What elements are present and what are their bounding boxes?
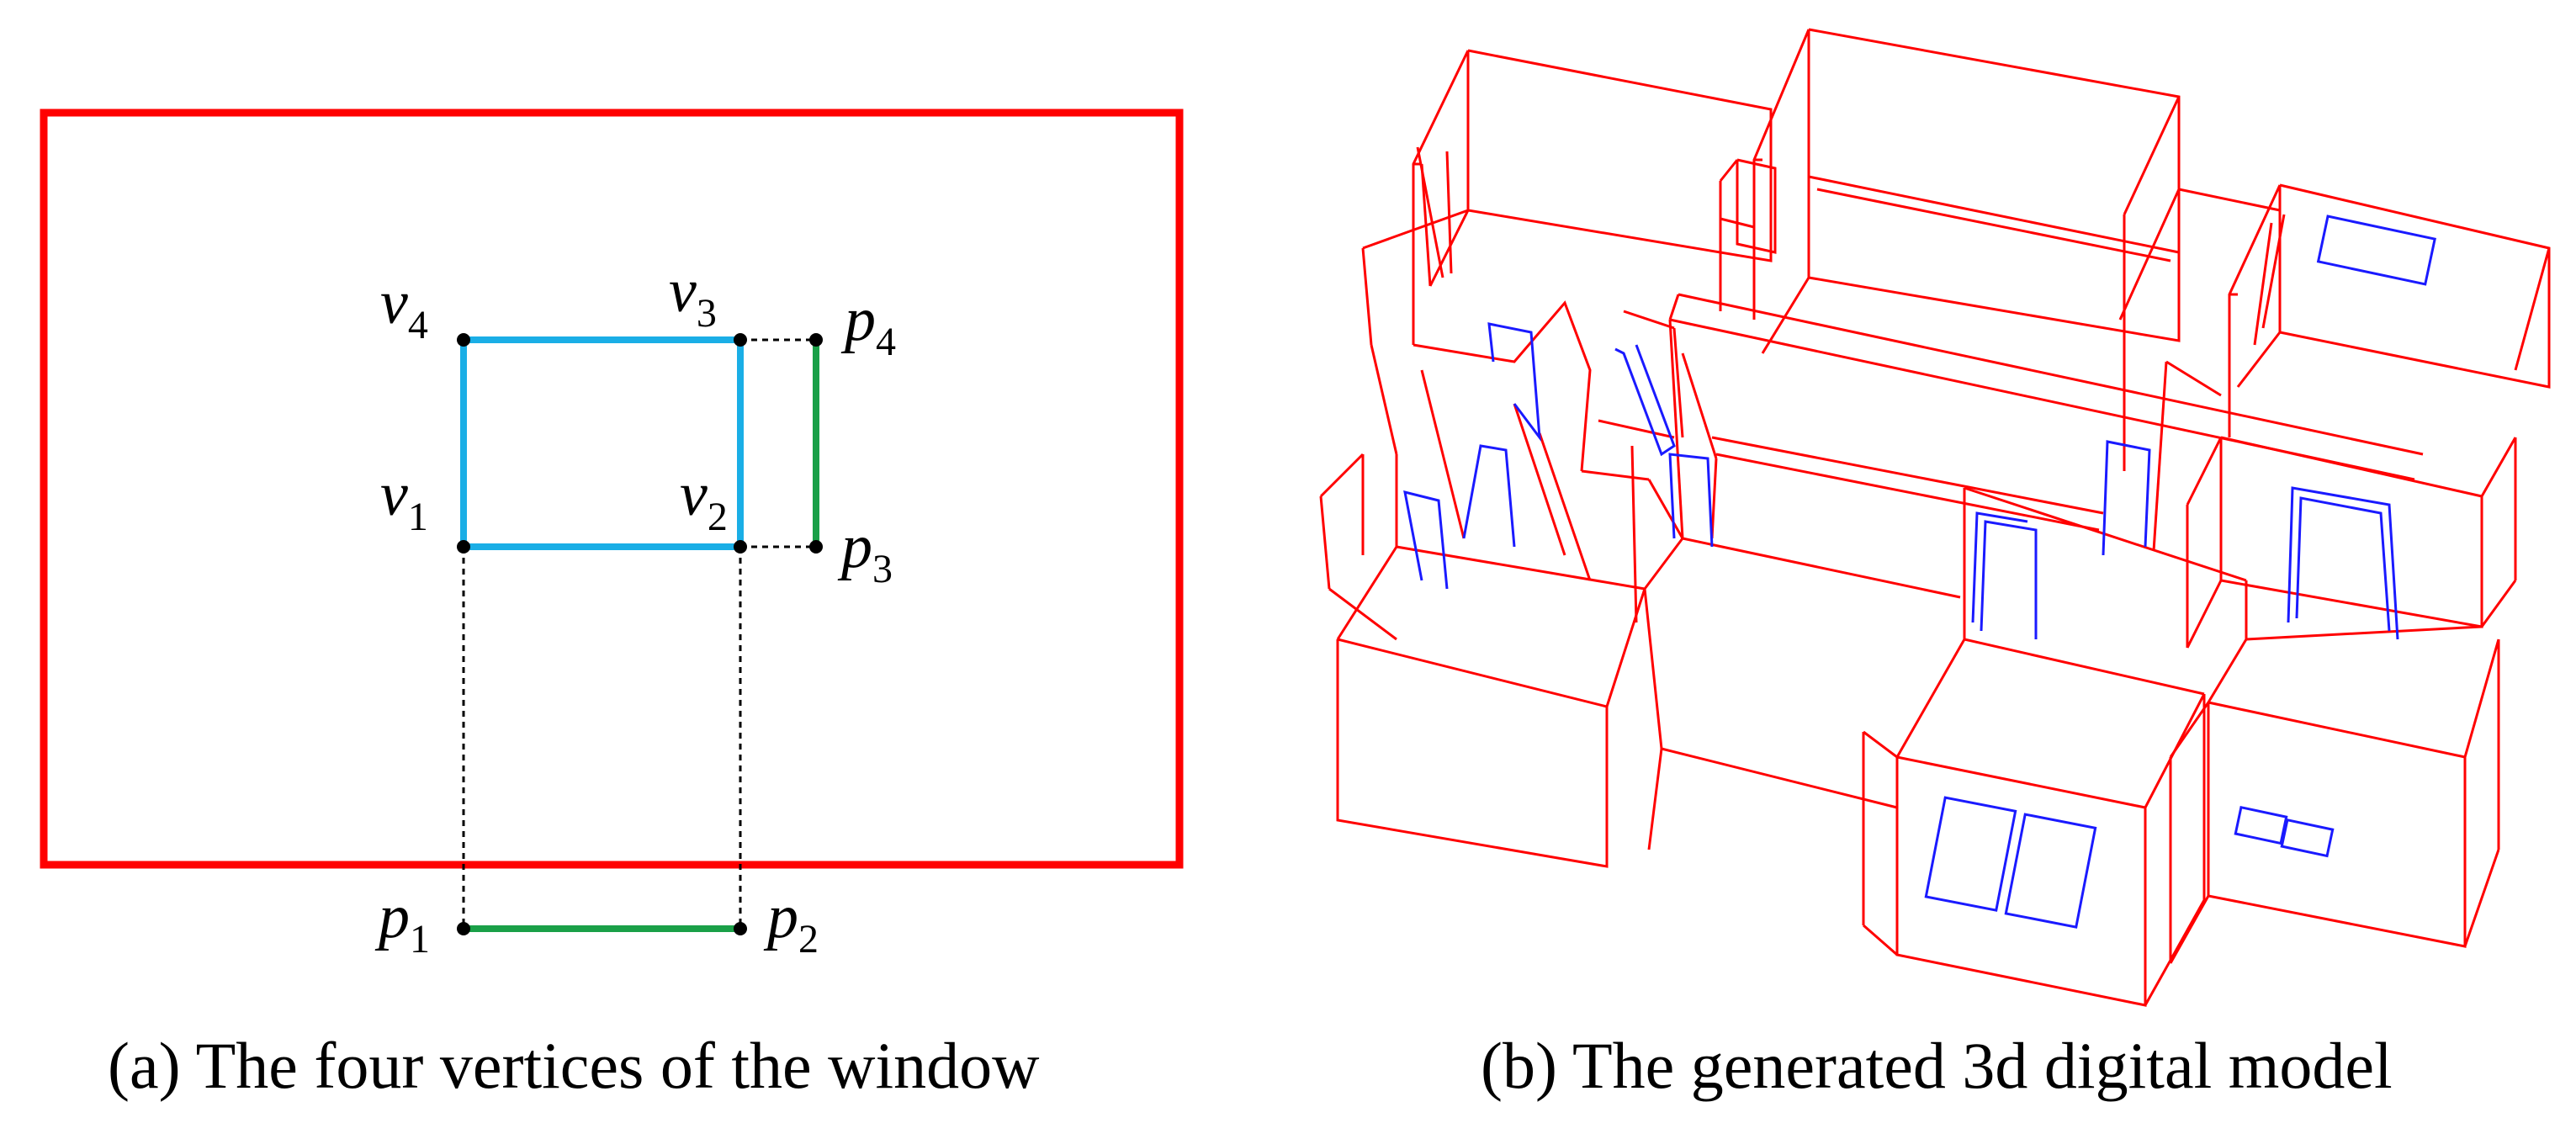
window-bottom-right-right	[2280, 818, 2335, 858]
block-center-mid	[1643, 537, 1961, 850]
label-v1: v1	[380, 460, 428, 539]
panel-a: v4 v3 v1 v2 p4 p3 p1 p2	[40, 109, 1184, 962]
door-right-mid-inner	[2295, 496, 2391, 632]
guide-lines	[462, 338, 816, 929]
block-right-top	[2118, 183, 2551, 437]
vertex-points	[457, 333, 823, 935]
point-v2	[734, 540, 747, 554]
point-v1	[457, 540, 470, 554]
block-column	[1719, 158, 1777, 311]
block-left-front	[1319, 453, 1646, 868]
point-v4	[457, 333, 470, 347]
block-back-center	[1752, 28, 2181, 471]
point-p3	[809, 540, 823, 554]
block-right-bottom	[2169, 625, 2500, 964]
wall-mid-row	[1668, 293, 2424, 539]
wall-rectangle	[40, 109, 1184, 869]
panel-b-openings	[1403, 215, 2436, 929]
label-v2: v2	[680, 460, 728, 539]
block-left-mid	[1370, 300, 1684, 623]
point-p2	[734, 922, 747, 935]
door-center-bottom-inner	[1971, 511, 2028, 623]
caption-panel-b: (b) The generated 3d digital model	[1481, 1029, 2393, 1102]
block-center-bottom	[1862, 486, 2248, 1007]
block-back-left	[1361, 49, 1773, 346]
window-rectangle	[460, 336, 744, 550]
door-center-mid	[2102, 440, 2151, 556]
door-left-d	[1462, 444, 1516, 548]
door-left-e	[1668, 453, 1714, 548]
point-v3	[734, 333, 747, 347]
window-bottom-right-left	[2234, 805, 2288, 845]
point-p4	[809, 333, 823, 347]
panel-b-model	[1319, 28, 2551, 1007]
label-p1: p1	[374, 882, 430, 962]
label-p4: p4	[840, 285, 896, 364]
door-left-c	[1403, 490, 1449, 590]
window-bottom-center-right	[2004, 813, 2097, 929]
door-right-mid	[2287, 486, 2399, 640]
window-top-right	[2316, 215, 2436, 286]
point-p1	[457, 922, 470, 935]
label-v4: v4	[380, 268, 428, 347]
label-v3: v3	[669, 257, 717, 336]
door-center-bottom	[1980, 520, 2038, 639]
window-bottom-center-left	[1924, 796, 2017, 912]
door-left-b	[1614, 344, 1676, 457]
door-left-a	[1487, 322, 1541, 442]
label-p2: p2	[763, 882, 819, 962]
label-p3: p3	[837, 512, 893, 591]
caption-panel-a: (a) The four vertices of the window	[108, 1029, 1040, 1102]
